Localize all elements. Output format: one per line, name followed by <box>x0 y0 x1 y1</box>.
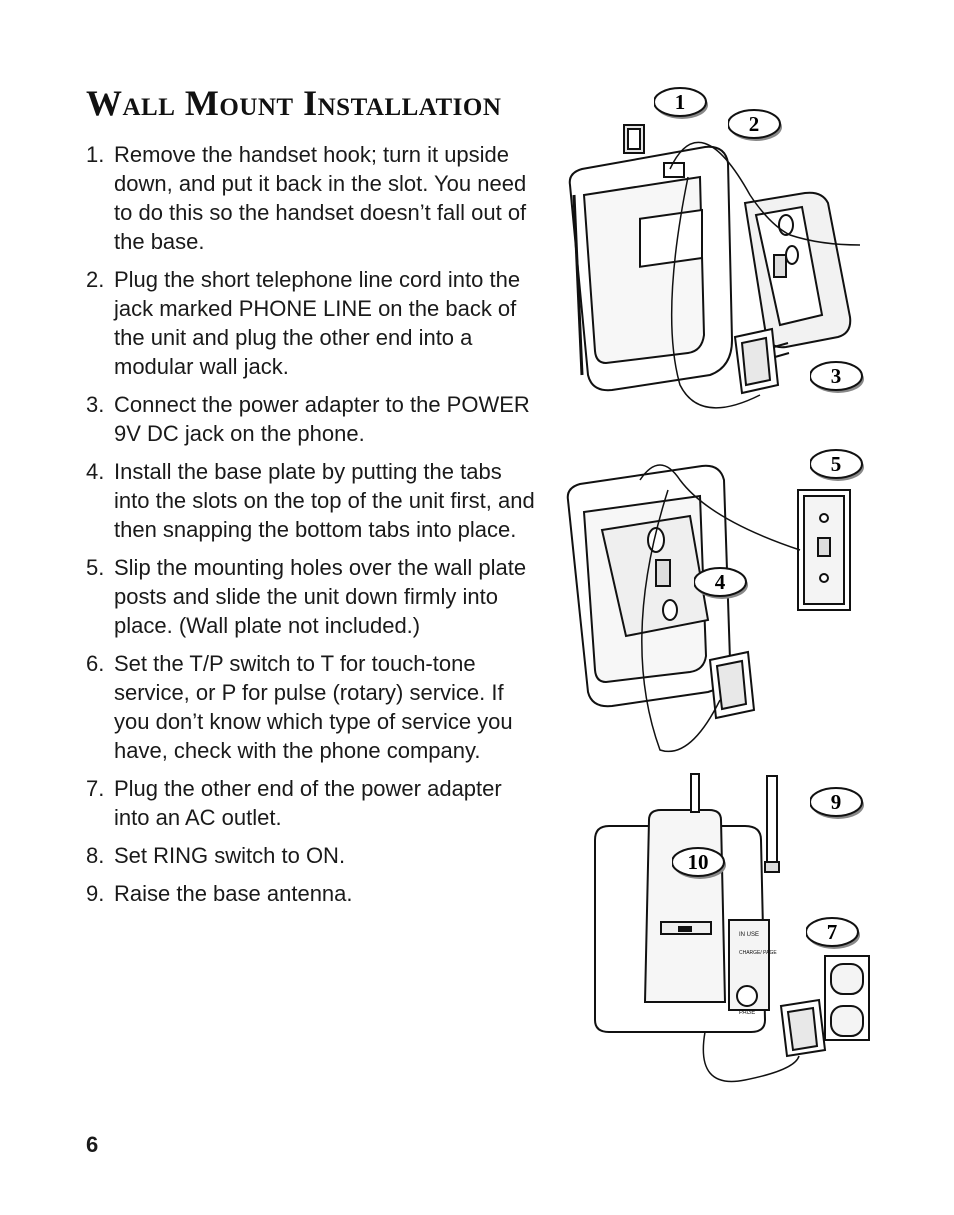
page-title: Wall Mount Installation <box>86 83 502 123</box>
step-text: Raise the base antenna. <box>114 881 353 906</box>
callout-label: 3 <box>831 364 842 388</box>
step-text: Plug the other end of the power adapter … <box>114 776 502 830</box>
step-6: 6. Set the T/P switch to T for touch-ton… <box>86 649 536 765</box>
step-text: Install the base plate by putting the ta… <box>114 459 535 542</box>
step-1: 1. Remove the handset hook; turn it upsi… <box>86 140 536 256</box>
callout-2: 2 <box>728 109 782 141</box>
step-8: 8. Set RING switch to ON. <box>86 841 536 870</box>
step-3: 3. Connect the power adapter to the POWE… <box>86 390 536 448</box>
page-number: 6 <box>86 1132 99 1157</box>
step-text: Set RING switch to ON. <box>114 843 346 868</box>
figure-base-back-with-plate <box>568 124 861 409</box>
callout-4: 4 <box>694 567 748 599</box>
step-7: 7. Plug the other end of the power adapt… <box>86 774 536 832</box>
callout-label: 5 <box>831 452 842 476</box>
step-9: 9. Raise the base antenna. <box>86 879 536 908</box>
step-number: 9. <box>86 881 105 906</box>
callout-label: 2 <box>749 112 760 136</box>
callout-label: 10 <box>688 850 709 874</box>
callout-9: 9 <box>810 787 864 819</box>
callout-1: 1 <box>654 87 708 119</box>
step-number: 6. <box>86 651 105 676</box>
charge-page-label: CHARGE/ PAGE <box>739 950 777 956</box>
callout-label: 4 <box>715 570 726 594</box>
callout-3: 3 <box>810 361 864 393</box>
step-number: 5. <box>86 555 105 580</box>
step-number: 1. <box>86 142 105 167</box>
step-number: 7. <box>86 776 105 801</box>
callout-label: 7 <box>827 920 838 944</box>
step-text: Plug the short telephone line cord into … <box>114 267 521 379</box>
step-text: Connect the power adapter to the POWER 9… <box>114 392 530 446</box>
step-5: 5. Slip the mounting holes over the wall… <box>86 553 536 640</box>
step-text: Slip the mounting holes over the wall pl… <box>114 555 527 638</box>
step-2: 2. Plug the short telephone line cord in… <box>86 265 536 381</box>
step-text: Remove the handset hook; turn it upside … <box>114 142 527 254</box>
instruction-steps: 1. Remove the handset hook; turn it upsi… <box>86 140 536 908</box>
callout-label: 1 <box>675 90 686 114</box>
page-button-label: PAGE <box>739 1010 755 1016</box>
step-number: 4. <box>86 459 105 484</box>
in-use-label: IN USE <box>739 932 759 938</box>
step-number: 2. <box>86 267 105 292</box>
callout-5: 5 <box>810 449 864 481</box>
step-number: 3. <box>86 392 105 417</box>
step-number: 8. <box>86 843 105 868</box>
callout-label: 9 <box>831 790 842 814</box>
callout-7: 7 <box>806 917 860 949</box>
figure-base-on-wall-plate <box>566 464 851 753</box>
step-4: 4. Install the base plate by putting the… <box>86 457 536 544</box>
step-text: Set the T/P switch to T for touch-tone s… <box>114 651 513 763</box>
callout-10: 10 <box>672 847 726 879</box>
